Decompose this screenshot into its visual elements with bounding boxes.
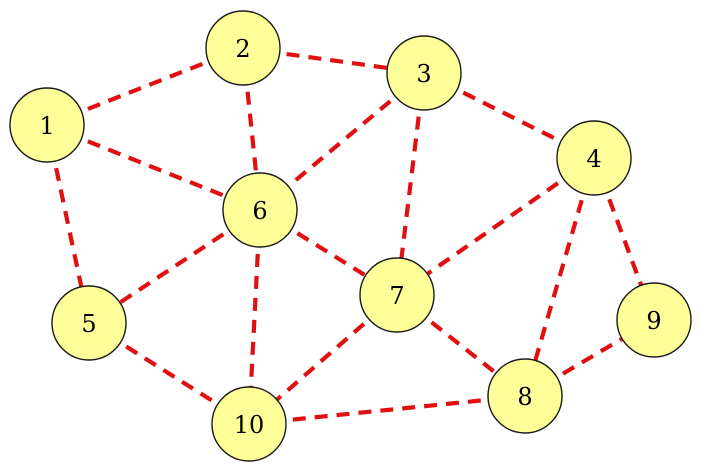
node-label: 4 [586, 145, 601, 173]
node-label: 1 [39, 112, 54, 140]
node-circle [556, 120, 632, 196]
edge-1-6 [46, 123, 261, 212]
node-layer: 1 2 3 4 5 6 7 8 9 10 [9, 10, 692, 462]
node-label: 3 [416, 60, 431, 88]
node-circle [222, 172, 298, 248]
node-label: 10 [234, 411, 265, 439]
edge-layer [44, 45, 656, 427]
edge-4-8 [522, 157, 597, 397]
node-circle [205, 10, 281, 86]
node-10: 10 [211, 386, 287, 462]
node-circle [51, 285, 127, 361]
node-label: 9 [646, 307, 661, 335]
node-3: 3 [386, 35, 462, 111]
node-7: 7 [359, 257, 435, 333]
node-2: 2 [205, 10, 281, 86]
node-label: 8 [517, 383, 532, 411]
node-label: 7 [389, 282, 404, 310]
node-label: 2 [235, 35, 250, 63]
node-circle [386, 35, 462, 111]
edge-4-7 [395, 156, 596, 297]
node-8: 8 [487, 358, 563, 434]
edge-10-8 [248, 393, 526, 427]
node-9: 9 [616, 282, 692, 358]
node-circle [487, 358, 563, 434]
node-circle [359, 257, 435, 333]
node-label: 5 [81, 310, 96, 338]
node-4: 4 [556, 120, 632, 196]
node-circle [211, 386, 287, 462]
node-5: 5 [51, 285, 127, 361]
node-6: 6 [222, 172, 298, 248]
node-label: 6 [252, 197, 267, 225]
node-1: 1 [9, 87, 85, 163]
node-circle [616, 282, 692, 358]
node-circle [9, 87, 85, 163]
